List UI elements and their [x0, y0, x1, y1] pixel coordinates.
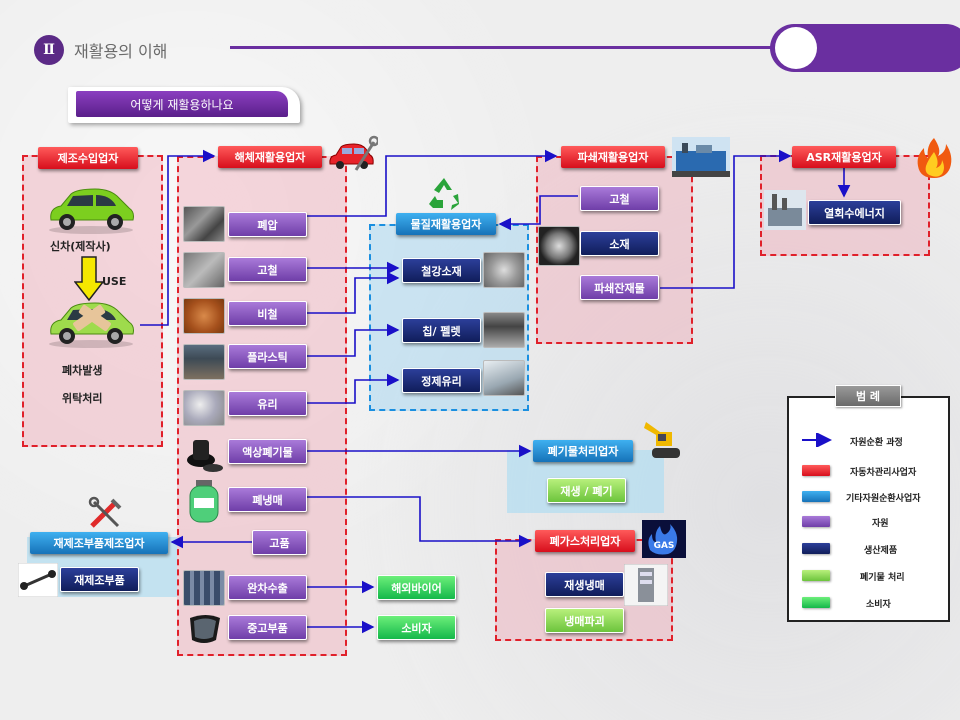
factory-icon [672, 137, 730, 177]
chip-thumb [483, 312, 525, 348]
new-car-icon [49, 188, 134, 234]
tools-icon [88, 496, 122, 528]
glass-thumb [183, 390, 225, 426]
manufacturer-title[interactable]: 제조수입업자 [38, 147, 138, 169]
arrow-press-shredder [307, 149, 558, 217]
plastic-thumb [183, 344, 225, 380]
legend-swatch-green [802, 597, 830, 608]
arrow-residue-asr [660, 149, 792, 289]
waste-item-recycle-dispose[interactable]: 재생 / 폐기 [547, 478, 626, 503]
refrigerant-machine-icon [624, 564, 668, 606]
dismantler-title[interactable]: 해체재활용업자 [218, 146, 322, 168]
material-thumb [538, 226, 580, 266]
item-nonferrous[interactable]: 비철 [228, 301, 307, 326]
gas-icon: GAS [642, 520, 686, 558]
legend-label-product: 생산제품 [864, 546, 898, 556]
product-steel[interactable]: 철강소재 [402, 258, 481, 283]
consumer[interactable]: 소비자 [377, 615, 456, 640]
product-refined-glass[interactable]: 정제유리 [402, 368, 481, 393]
excavator-icon [644, 422, 680, 458]
item-vehicle-export[interactable]: 완차수출 [228, 575, 307, 600]
product-chip-pellet[interactable]: 칩/ 펠렛 [402, 318, 481, 343]
arrow-manufacturer-dismantler [140, 149, 216, 326]
windshield-thumb [483, 360, 525, 396]
fire-icon [917, 138, 952, 178]
item-waste-refrigerant[interactable]: 폐냉매 [228, 487, 307, 512]
use-arrow-icon [74, 256, 104, 302]
legend-label-dealer: 자동차관리사업자 [850, 468, 917, 478]
gas-item-recycled-refrigerant[interactable]: 재생냉매 [545, 572, 624, 597]
page-title: 재활용의 이해 [74, 42, 168, 61]
reman-item-parts[interactable]: 재제조부품 [60, 567, 139, 592]
car-wrench-icon [329, 135, 378, 171]
use-label: USE [102, 275, 127, 288]
nonferrous-thumb [183, 298, 225, 334]
press-thumb [183, 206, 225, 242]
overseas-buyer[interactable]: 해외바이어 [377, 575, 456, 600]
arrow-glass-refined [307, 373, 400, 404]
scrap-thumb [183, 252, 225, 288]
item-plastic[interactable]: 플라스틱 [228, 344, 307, 369]
item-glass[interactable]: 유리 [228, 391, 307, 416]
item-press[interactable]: 폐압 [228, 212, 307, 237]
gas-processor-title[interactable]: 폐가스처리업자 [535, 530, 635, 552]
shredder-item-scrap[interactable]: 고철 [580, 186, 659, 211]
scrap-label-2: 위탁처리 [62, 392, 103, 405]
legend-swatch-red [802, 465, 830, 476]
legend-arrow-icon [802, 433, 832, 447]
item-liquid-waste[interactable]: 액상폐기물 [228, 439, 307, 464]
material-recycler-title[interactable]: 물질재활용업자 [396, 213, 496, 235]
steel-thumb [483, 252, 525, 288]
liquid-waste-icon [187, 440, 223, 472]
gas-icon-letters: GAS [654, 541, 675, 551]
gas-item-refrigerant-destroy[interactable]: 냉매파괴 [545, 608, 624, 633]
asr-item-energy[interactable]: 열회수에너지 [808, 200, 901, 225]
legend-label-flow: 자원순환 과정 [850, 438, 903, 448]
legend-label-consumer: 소비자 [866, 600, 891, 610]
subtitle-tab: 어떻게 재활용하나요 [76, 91, 288, 117]
waste-processor-title[interactable]: 폐기물처리업자 [533, 440, 633, 462]
arrow-shredscrap-material [498, 195, 578, 231]
section-number: Ⅱ [34, 35, 64, 65]
recycle-icon [429, 178, 459, 210]
arrow-plastic-chip [307, 323, 400, 357]
legend-title: 범 례 [835, 385, 901, 407]
shredder-item-residue[interactable]: 파쇄잔재물 [580, 275, 659, 300]
header-rule [230, 46, 790, 49]
energy-plant-icon [764, 190, 806, 230]
legend-swatch-navy [802, 543, 830, 554]
legend-swatch-purple [802, 516, 830, 527]
header-pill-circle [775, 27, 817, 69]
legend-panel [787, 396, 950, 622]
legend-swatch-lgreen [802, 570, 830, 581]
shredder-item-material[interactable]: 소재 [580, 231, 659, 256]
new-car-label: 신차(제작사) [50, 240, 111, 253]
legend-label-waste: 폐기물 처리 [860, 573, 905, 583]
scrapped-car-icon [49, 302, 134, 348]
legend-label-other: 기타자원순환사업자 [846, 494, 921, 504]
remanufacturer-title[interactable]: 재제조부품제조업자 [30, 532, 168, 554]
arrow-nonferrous-steel [307, 271, 400, 314]
legend-swatch-blue [802, 491, 830, 502]
used-part-mirror-icon [190, 615, 220, 643]
legend-label-resource: 자원 [872, 519, 889, 529]
item-used-goods[interactable]: 고품 [252, 530, 307, 555]
arrow-refrigerant-gas [307, 496, 532, 548]
item-scrap-iron[interactable]: 고철 [228, 257, 307, 282]
refrigerant-tank-icon [189, 480, 219, 523]
asr-title[interactable]: ASR재활용업자 [792, 146, 896, 168]
export-thumb [183, 570, 225, 606]
item-used-parts[interactable]: 중고부품 [228, 615, 307, 640]
scrap-label-1: 폐차발생 [62, 364, 103, 377]
driveshaft-icon [18, 563, 58, 597]
shredder-title[interactable]: 파쇄재활용업자 [561, 146, 665, 168]
